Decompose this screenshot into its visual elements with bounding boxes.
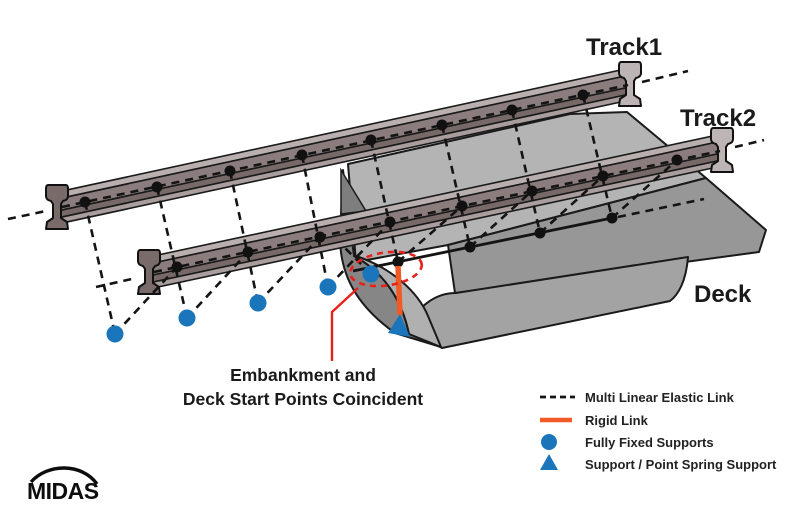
legend-item-elastic-link: Multi Linear Elastic Link (540, 390, 735, 405)
vertical-link (300, 154, 330, 288)
track-node-dot (506, 104, 518, 116)
track-node-dot (526, 185, 538, 197)
track2-centerline-dash (153, 149, 721, 274)
track-node-dot (577, 89, 589, 101)
legend-item-label: Fully Fixed Supports (585, 435, 714, 450)
vertical-link (228, 170, 260, 304)
deck-node-dot (606, 212, 618, 224)
fixed-support-circle (178, 309, 196, 327)
track-node-dot (296, 149, 308, 161)
callout-line (330, 287, 359, 361)
fixed-support-circle (249, 294, 267, 312)
track2-end-profile-right (710, 127, 734, 173)
track1-centerline-dash (61, 83, 629, 209)
track-node-dot (224, 165, 236, 177)
legend-item-rigid-link: Rigid Link (540, 413, 649, 428)
annotation-line1: Embankment and (230, 365, 376, 385)
elastic-links (7, 69, 765, 335)
vertical-link (369, 139, 400, 263)
diagonal-link (186, 251, 249, 319)
annotation-line2: Deck Start Points Coincident (183, 389, 423, 409)
track-node-dot (314, 231, 326, 243)
track2-label: Track2 (680, 105, 756, 132)
vertical-link (510, 109, 542, 234)
blue-triangle-swatch (540, 454, 558, 470)
deck-node-dot (534, 227, 546, 239)
track-node-dot (384, 216, 396, 228)
track-node-dot (242, 246, 254, 258)
rigid-link-line (395, 265, 403, 316)
track-node-dot (671, 154, 683, 166)
deck-line-extension (617, 197, 705, 219)
fixed-support-circle (319, 278, 337, 296)
diagonal-link (611, 159, 678, 219)
legend-item-spring-support: Support / Point Spring Support (540, 454, 777, 472)
track-node-dot (79, 196, 91, 208)
coincident-ellipse (348, 250, 424, 288)
track1-label: Track1 (586, 34, 662, 61)
track-node-dot (171, 261, 183, 273)
vertical-link (581, 94, 614, 219)
track-node-dot (597, 170, 609, 182)
fixed-support-circle (362, 265, 380, 283)
blue-circle-swatch (541, 434, 557, 450)
diagonal-link (327, 221, 391, 288)
track1-end-profile-left (45, 184, 69, 230)
deck-node-dot (392, 256, 404, 268)
track1-rail (45, 61, 642, 230)
logo-text: MIDAS (27, 478, 99, 504)
track1-extension-right (641, 69, 689, 84)
legend-item-fixed-support: Fully Fixed Supports (541, 434, 714, 450)
deck-nodes (392, 212, 618, 268)
track2-extension-right (734, 138, 765, 149)
diagonal-link (257, 236, 321, 304)
fixed-support-circle (106, 325, 124, 343)
legend-item-label: Rigid Link (585, 413, 649, 428)
track-node-dot (151, 181, 163, 193)
vertical-link (440, 124, 472, 248)
spring-support-triangle (388, 314, 410, 337)
track-node-dot (365, 134, 377, 146)
diagonal-link (397, 205, 463, 263)
legend-item-label: Multi Linear Elastic Link (585, 390, 735, 405)
legend: Multi Linear Elastic Link Rigid Link Ful… (540, 390, 777, 472)
fixed-supports (106, 265, 380, 343)
track1-extension-left (7, 209, 47, 221)
track2-extension-left (95, 276, 137, 289)
track2-end-profile-left (137, 249, 161, 295)
deck-slab-side (447, 177, 767, 294)
legend-item-label: Support / Point Spring Support (585, 457, 777, 472)
coincident-annotation: Embankment and Deck Start Points Coincid… (183, 250, 424, 409)
track2-nodes (171, 154, 683, 273)
track1-end-profile-right (618, 61, 642, 107)
deck-node-dot (464, 241, 476, 253)
track-node-dot (456, 200, 468, 212)
diagonal-link (539, 175, 604, 234)
track-node-dot (436, 119, 448, 131)
deck-label: Deck (694, 281, 752, 308)
logo-swoosh (29, 466, 99, 486)
track1-nodes (79, 89, 589, 208)
vertical-link (83, 201, 117, 335)
diagonal-link (114, 266, 178, 335)
midas-logo: MIDAS (27, 466, 99, 504)
